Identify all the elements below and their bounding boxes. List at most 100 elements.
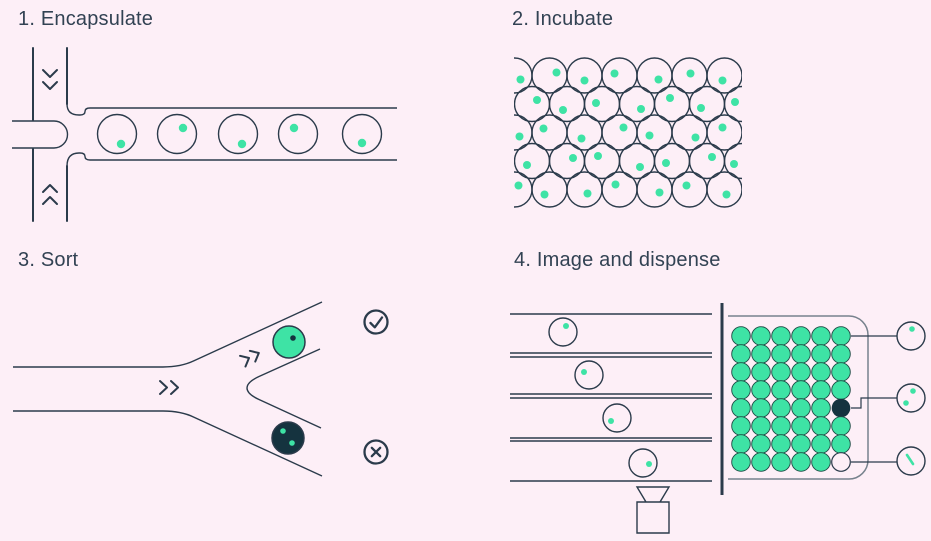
cell-dot xyxy=(563,323,569,329)
cell-dot xyxy=(686,69,695,78)
cell-dot xyxy=(697,104,705,112)
cell-dot xyxy=(539,124,548,133)
panel-encapsulate xyxy=(12,47,397,222)
droplet xyxy=(96,113,138,155)
callout-doublet xyxy=(851,383,926,413)
encapsulated-droplets xyxy=(96,113,383,155)
droplet xyxy=(341,113,383,155)
well xyxy=(791,362,811,382)
cell-dot xyxy=(666,94,674,102)
cell-dot xyxy=(731,98,739,106)
cell-dot xyxy=(646,461,652,467)
cell-dot xyxy=(116,139,126,149)
cell-dot xyxy=(523,161,531,169)
well xyxy=(751,344,771,364)
well xyxy=(811,362,831,382)
cell-dot xyxy=(592,99,600,107)
cross-icon xyxy=(363,439,389,465)
incubated-droplet xyxy=(706,171,742,208)
check-icon xyxy=(363,309,389,335)
well xyxy=(771,326,791,346)
incubated-droplet xyxy=(723,85,742,123)
flow-right-chevrons-icon xyxy=(159,380,179,395)
well xyxy=(811,434,831,454)
well xyxy=(731,434,751,454)
callout-lens xyxy=(896,321,926,351)
incubated-droplet xyxy=(601,171,638,208)
panel-image-dispense xyxy=(510,303,926,534)
cell-dot xyxy=(581,369,587,375)
cell-dot xyxy=(290,335,296,341)
flow-branch-chevrons-icon xyxy=(239,349,260,368)
well xyxy=(751,416,771,436)
droplet xyxy=(628,448,658,478)
incubated-droplet xyxy=(723,142,742,180)
well xyxy=(791,416,811,436)
cell-dot xyxy=(730,160,738,168)
well xyxy=(771,380,791,400)
panel-title-encapsulate: 1. Encapsulate xyxy=(18,8,154,30)
cell-dot xyxy=(178,123,188,133)
cell-dot xyxy=(569,154,577,162)
well-empty xyxy=(831,452,851,472)
well xyxy=(791,380,811,400)
well xyxy=(731,326,751,346)
cell-dot xyxy=(619,123,628,132)
cell-dot xyxy=(237,139,247,149)
well xyxy=(771,362,791,382)
cell-dot xyxy=(559,106,567,114)
well xyxy=(731,344,751,364)
flow-down-chevrons-icon xyxy=(42,69,58,90)
cell-dot xyxy=(718,76,727,85)
debris-dash xyxy=(905,453,915,466)
incubation-droplet-pack xyxy=(514,57,742,208)
sort-channel-bottom-wall xyxy=(13,410,323,477)
well xyxy=(731,380,751,400)
well xyxy=(831,416,851,436)
cell-dot xyxy=(533,96,541,104)
output-channel-top-wall xyxy=(66,103,397,116)
imaging-channel xyxy=(510,397,712,439)
panel-title-incubate: 2. Incubate xyxy=(512,8,614,30)
imaging-channels xyxy=(510,313,712,482)
sorted-droplets xyxy=(271,325,306,455)
cell-dot xyxy=(516,75,525,84)
callout-single-cell xyxy=(851,321,926,351)
output-channel-bottom-wall xyxy=(66,152,397,167)
cell-dot xyxy=(540,190,549,199)
sort-junction-splitter xyxy=(246,348,322,429)
well-dark xyxy=(831,398,851,418)
imaging-droplets xyxy=(548,317,658,478)
well xyxy=(771,416,791,436)
imaging-channel xyxy=(510,356,712,395)
cell-dot xyxy=(655,188,664,197)
cell-dot xyxy=(515,132,524,141)
droplet xyxy=(217,113,259,155)
incubated-droplet xyxy=(706,114,742,151)
incubated-droplet xyxy=(671,171,708,208)
well xyxy=(731,452,751,472)
well xyxy=(791,434,811,454)
droplet xyxy=(574,360,604,390)
cell-dot xyxy=(594,152,602,160)
well xyxy=(811,344,831,364)
sort-channel-top-wall xyxy=(13,301,323,368)
well xyxy=(751,452,771,472)
cell-dot xyxy=(577,134,586,143)
well xyxy=(771,344,791,364)
keep-droplet xyxy=(272,325,306,359)
well xyxy=(811,416,831,436)
cell-dot xyxy=(637,105,645,113)
well xyxy=(791,398,811,418)
incubated-droplet xyxy=(706,57,742,94)
waste-droplet xyxy=(271,421,305,455)
callout-lens xyxy=(896,383,926,413)
incubated-droplet xyxy=(566,171,603,208)
cell-dot xyxy=(645,131,654,140)
callout-lens xyxy=(896,446,926,476)
incubated-droplet xyxy=(531,171,568,208)
well xyxy=(751,434,771,454)
well xyxy=(751,380,771,400)
cell-dot xyxy=(608,418,614,424)
